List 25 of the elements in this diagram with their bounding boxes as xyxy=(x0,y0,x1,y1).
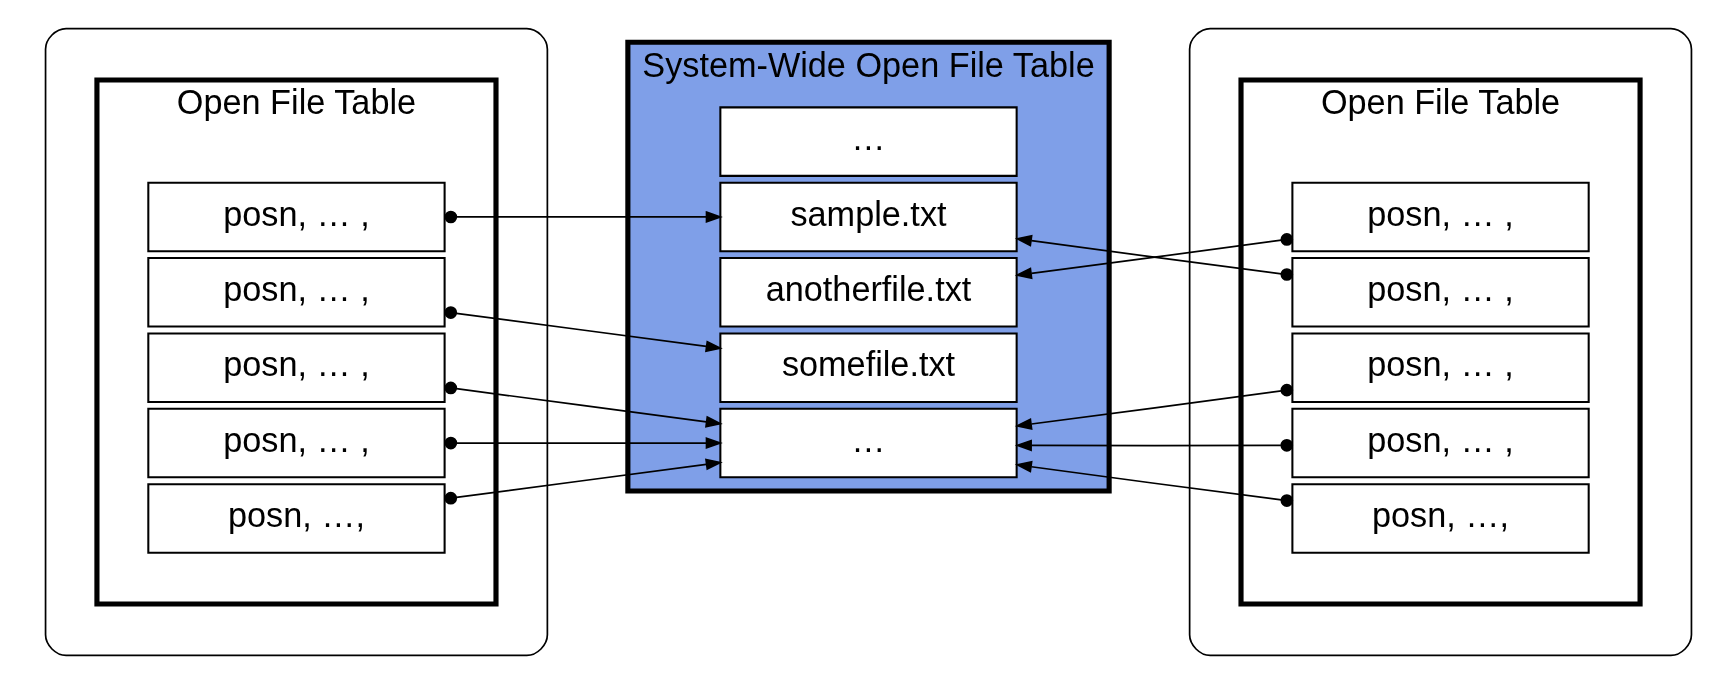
arrow xyxy=(443,458,723,505)
node-box: anotherfile.txt xyxy=(718,257,1018,328)
node-box: sample.txt xyxy=(718,181,1018,253)
arrow xyxy=(1014,439,1293,452)
node-box: posn, … , xyxy=(1290,332,1590,403)
node-box: posn, … , xyxy=(146,257,446,328)
arrow xyxy=(444,210,723,224)
arrow xyxy=(1014,460,1293,507)
node-box: posn, … , xyxy=(146,407,446,479)
cluster xyxy=(44,27,548,657)
node-box: posn, … , xyxy=(1290,407,1590,479)
arrow xyxy=(1014,383,1293,430)
node-box: posn, …, xyxy=(1290,483,1590,554)
node-box: posn, … , xyxy=(1290,257,1590,328)
arrow xyxy=(443,306,723,353)
node-box: … xyxy=(718,407,1018,479)
node-box: posn, … , xyxy=(146,181,446,253)
node-box: … xyxy=(718,106,1018,177)
cluster xyxy=(1188,27,1692,657)
node-box: posn, … , xyxy=(146,332,446,403)
node-box: somefile.txt xyxy=(718,332,1018,403)
arrow xyxy=(443,381,723,428)
arrow xyxy=(444,436,723,450)
node-box: posn, …, xyxy=(146,483,446,554)
node-box: posn, … , xyxy=(1290,181,1590,253)
